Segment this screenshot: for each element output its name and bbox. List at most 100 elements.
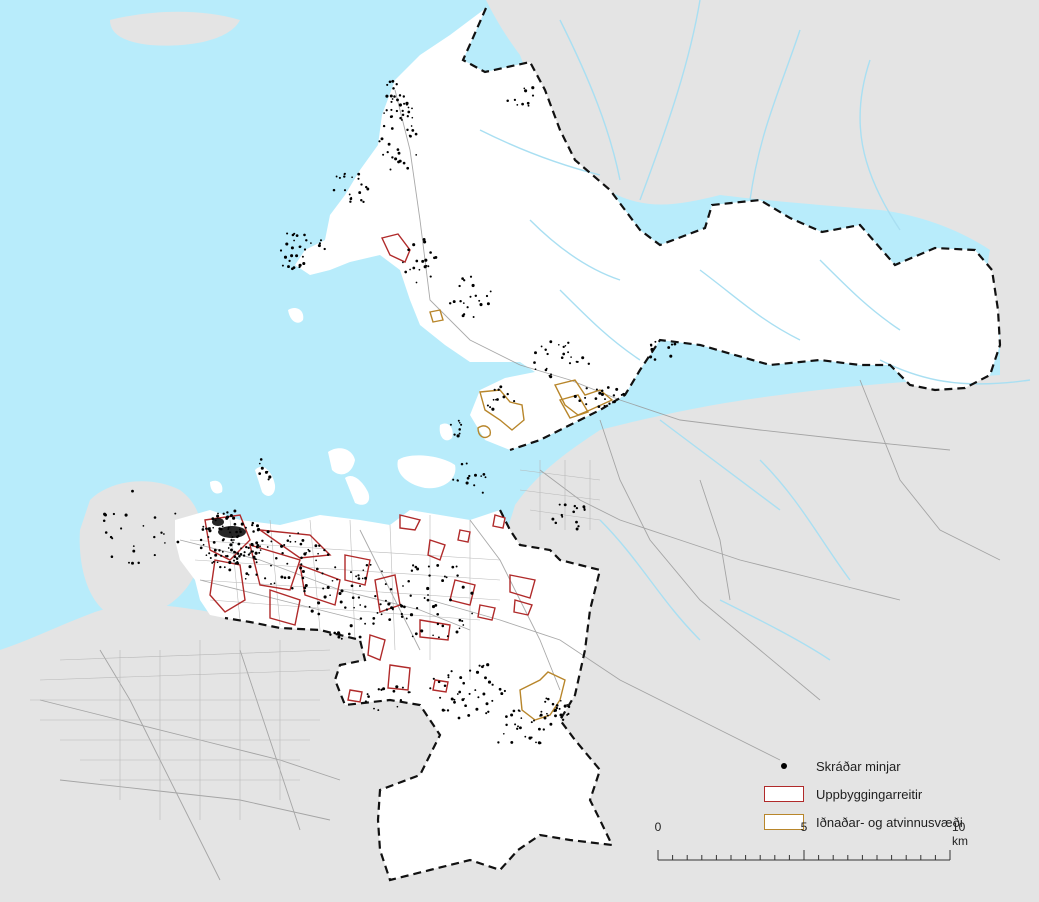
heritage-site-dot bbox=[406, 128, 409, 132]
heritage-site-dot bbox=[112, 512, 116, 516]
heritage-site-dot bbox=[412, 564, 415, 567]
heritage-site-dot bbox=[533, 361, 536, 364]
heritage-site-dot bbox=[344, 606, 347, 609]
heritage-site-dot bbox=[285, 242, 289, 246]
heritage-site-dot bbox=[411, 129, 415, 132]
heritage-site-dot bbox=[524, 735, 527, 738]
heritage-site-dot bbox=[372, 617, 376, 620]
heritage-site-dot bbox=[257, 527, 261, 531]
heritage-site-dot bbox=[216, 561, 219, 564]
heritage-site-dot bbox=[555, 706, 558, 710]
heritage-site-dot bbox=[217, 512, 219, 515]
heritage-site-dot bbox=[409, 594, 412, 597]
heritage-site-dot bbox=[524, 89, 528, 93]
heritage-site-dot bbox=[229, 514, 233, 518]
heritage-site-dot bbox=[544, 700, 547, 703]
heritage-site-dot bbox=[298, 245, 302, 249]
heritage-site-dot bbox=[233, 509, 237, 513]
heritage-site-dot bbox=[468, 474, 471, 478]
heritage-site-dot bbox=[385, 608, 389, 611]
heritage-site-dot bbox=[558, 707, 561, 710]
heritage-site-dot bbox=[389, 94, 393, 98]
heritage-site-dot bbox=[415, 606, 419, 610]
heritage-site-dot bbox=[526, 101, 530, 105]
map-legend: Skráðar minjar Uppbyggingarreitir Iðnaða… bbox=[762, 752, 992, 836]
heritage-site-dot bbox=[458, 421, 461, 424]
heritage-site-dot bbox=[281, 552, 284, 555]
heritage-site-dot bbox=[248, 565, 252, 569]
heritage-site-dot bbox=[544, 368, 548, 372]
heritage-site-dot bbox=[234, 551, 237, 554]
heritage-site-dot bbox=[486, 663, 490, 667]
heritage-site-dot bbox=[224, 555, 227, 557]
heritage-site-dot bbox=[202, 543, 205, 546]
heritage-site-dot bbox=[570, 356, 572, 358]
heritage-site-dot bbox=[247, 546, 250, 550]
heritage-site-dot bbox=[218, 549, 221, 552]
heritage-site-dot bbox=[436, 622, 440, 626]
heritage-site-dot bbox=[386, 83, 389, 86]
heritage-site-dot bbox=[575, 360, 578, 363]
heritage-site-dot bbox=[543, 716, 547, 720]
heritage-site-dot bbox=[407, 248, 410, 252]
heritage-site-dot bbox=[255, 573, 258, 576]
heritage-site-dot bbox=[470, 591, 474, 595]
heritage-site-dot bbox=[300, 563, 303, 566]
heritage-site-dot bbox=[572, 510, 576, 514]
heritage-site-dot bbox=[402, 161, 406, 165]
heritage-site-dot bbox=[406, 115, 409, 118]
heritage-site-dot bbox=[437, 636, 440, 639]
heritage-site-dot bbox=[223, 566, 226, 569]
heritage-site-dot bbox=[321, 572, 324, 575]
heritage-site-dot bbox=[452, 300, 456, 304]
heritage-site-dot bbox=[673, 342, 677, 346]
heritage-site-dot bbox=[407, 691, 410, 694]
heritage-site-dot bbox=[415, 259, 419, 263]
development-zone bbox=[477, 604, 496, 621]
heritage-site-dot bbox=[567, 705, 571, 709]
heritage-site-dot bbox=[563, 503, 567, 507]
heritage-site-dot bbox=[418, 268, 421, 271]
heritage-site-dot bbox=[513, 98, 517, 102]
heritage-site-dot bbox=[279, 249, 283, 252]
heritage-site-dot bbox=[491, 699, 494, 702]
heritage-site-dot bbox=[280, 575, 284, 579]
heritage-site-dot bbox=[427, 594, 429, 596]
heritage-site-dot bbox=[432, 677, 435, 680]
heritage-site-dot bbox=[291, 233, 295, 237]
heritage-site-dot bbox=[233, 555, 237, 558]
heritage-site-dot bbox=[329, 633, 332, 636]
heritage-site-dot bbox=[546, 712, 548, 715]
heritage-site-dot bbox=[513, 400, 516, 403]
heritage-site-dot bbox=[160, 531, 163, 534]
heritage-site-dot bbox=[364, 576, 368, 580]
heritage-site-dot bbox=[471, 283, 475, 288]
heritage-site-dot bbox=[283, 543, 286, 547]
heritage-site-dot bbox=[131, 489, 134, 493]
heritage-site-dot bbox=[132, 545, 135, 547]
heritage-site-dot bbox=[436, 612, 440, 616]
heritage-site-dot bbox=[562, 345, 565, 349]
heritage-site-dot bbox=[236, 552, 240, 555]
heritage-site-dot bbox=[534, 368, 537, 371]
heritage-site-dot bbox=[260, 466, 264, 470]
heritage-site-dot bbox=[357, 172, 361, 176]
city-street-grid bbox=[30, 460, 601, 820]
heritage-site-dot bbox=[201, 528, 205, 531]
heritage-site-dot bbox=[377, 688, 380, 691]
heritage-site-dot bbox=[462, 302, 465, 304]
heritage-site-dot bbox=[479, 303, 483, 307]
heritage-site-dot bbox=[471, 612, 473, 615]
heritage-site-dot bbox=[226, 511, 229, 514]
heritage-site-dot bbox=[357, 177, 360, 180]
heritage-site-dot bbox=[557, 343, 560, 346]
heritage-site-dot bbox=[333, 631, 337, 635]
heritage-site-dot bbox=[587, 362, 591, 366]
heritage-site-dot bbox=[554, 521, 558, 525]
heritage-site-dot bbox=[411, 635, 414, 638]
heritage-site-dot bbox=[469, 275, 473, 278]
heritage-site-dot bbox=[491, 683, 494, 686]
development-zone bbox=[344, 554, 371, 586]
heritage-site-dot bbox=[452, 478, 455, 481]
heritage-site-dot bbox=[245, 545, 248, 549]
